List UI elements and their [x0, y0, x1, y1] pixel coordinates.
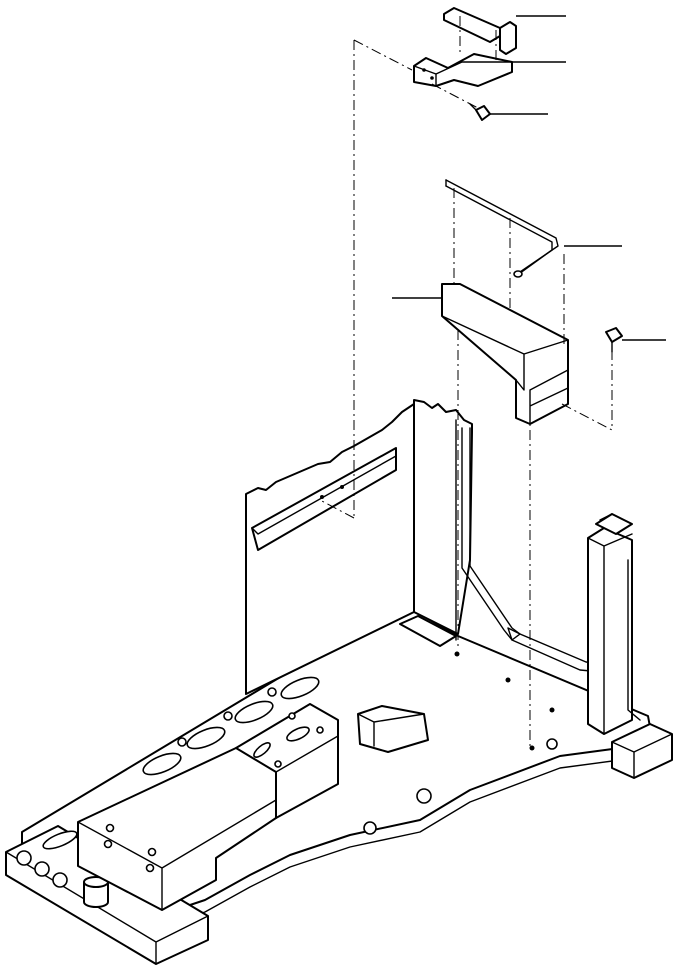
leader-lines — [392, 15, 666, 341]
rail-hole-1 — [320, 495, 324, 499]
deck-hole-3 — [177, 737, 187, 747]
deck-hatch — [357, 705, 429, 753]
front-hole-1 — [16, 850, 32, 866]
rail-hole-2 — [340, 485, 344, 489]
deck-hole-6 — [546, 738, 558, 750]
slot-2 — [234, 700, 274, 724]
slot-3 — [186, 726, 226, 750]
part-bolt-right — [605, 327, 623, 353]
part-small-bracket-top — [443, 7, 517, 55]
slot-4 — [142, 752, 182, 776]
deck-hole-4 — [416, 788, 432, 804]
deck-hole-1 — [267, 687, 277, 697]
deck-cutout-rear — [399, 615, 457, 647]
part-bracket-plate — [413, 53, 513, 87]
slot-1 — [280, 676, 320, 700]
deck-hole-5 — [363, 821, 377, 835]
front-hole-3 — [52, 872, 68, 888]
deck-hole-2 — [223, 711, 233, 721]
base-frame — [5, 399, 673, 965]
front-hole-2 — [34, 861, 50, 877]
assembly-lines — [319, 16, 613, 748]
part-bolt-upper — [469, 103, 491, 121]
part-guide-plate — [441, 283, 569, 425]
part-rod-bracket — [445, 179, 559, 278]
